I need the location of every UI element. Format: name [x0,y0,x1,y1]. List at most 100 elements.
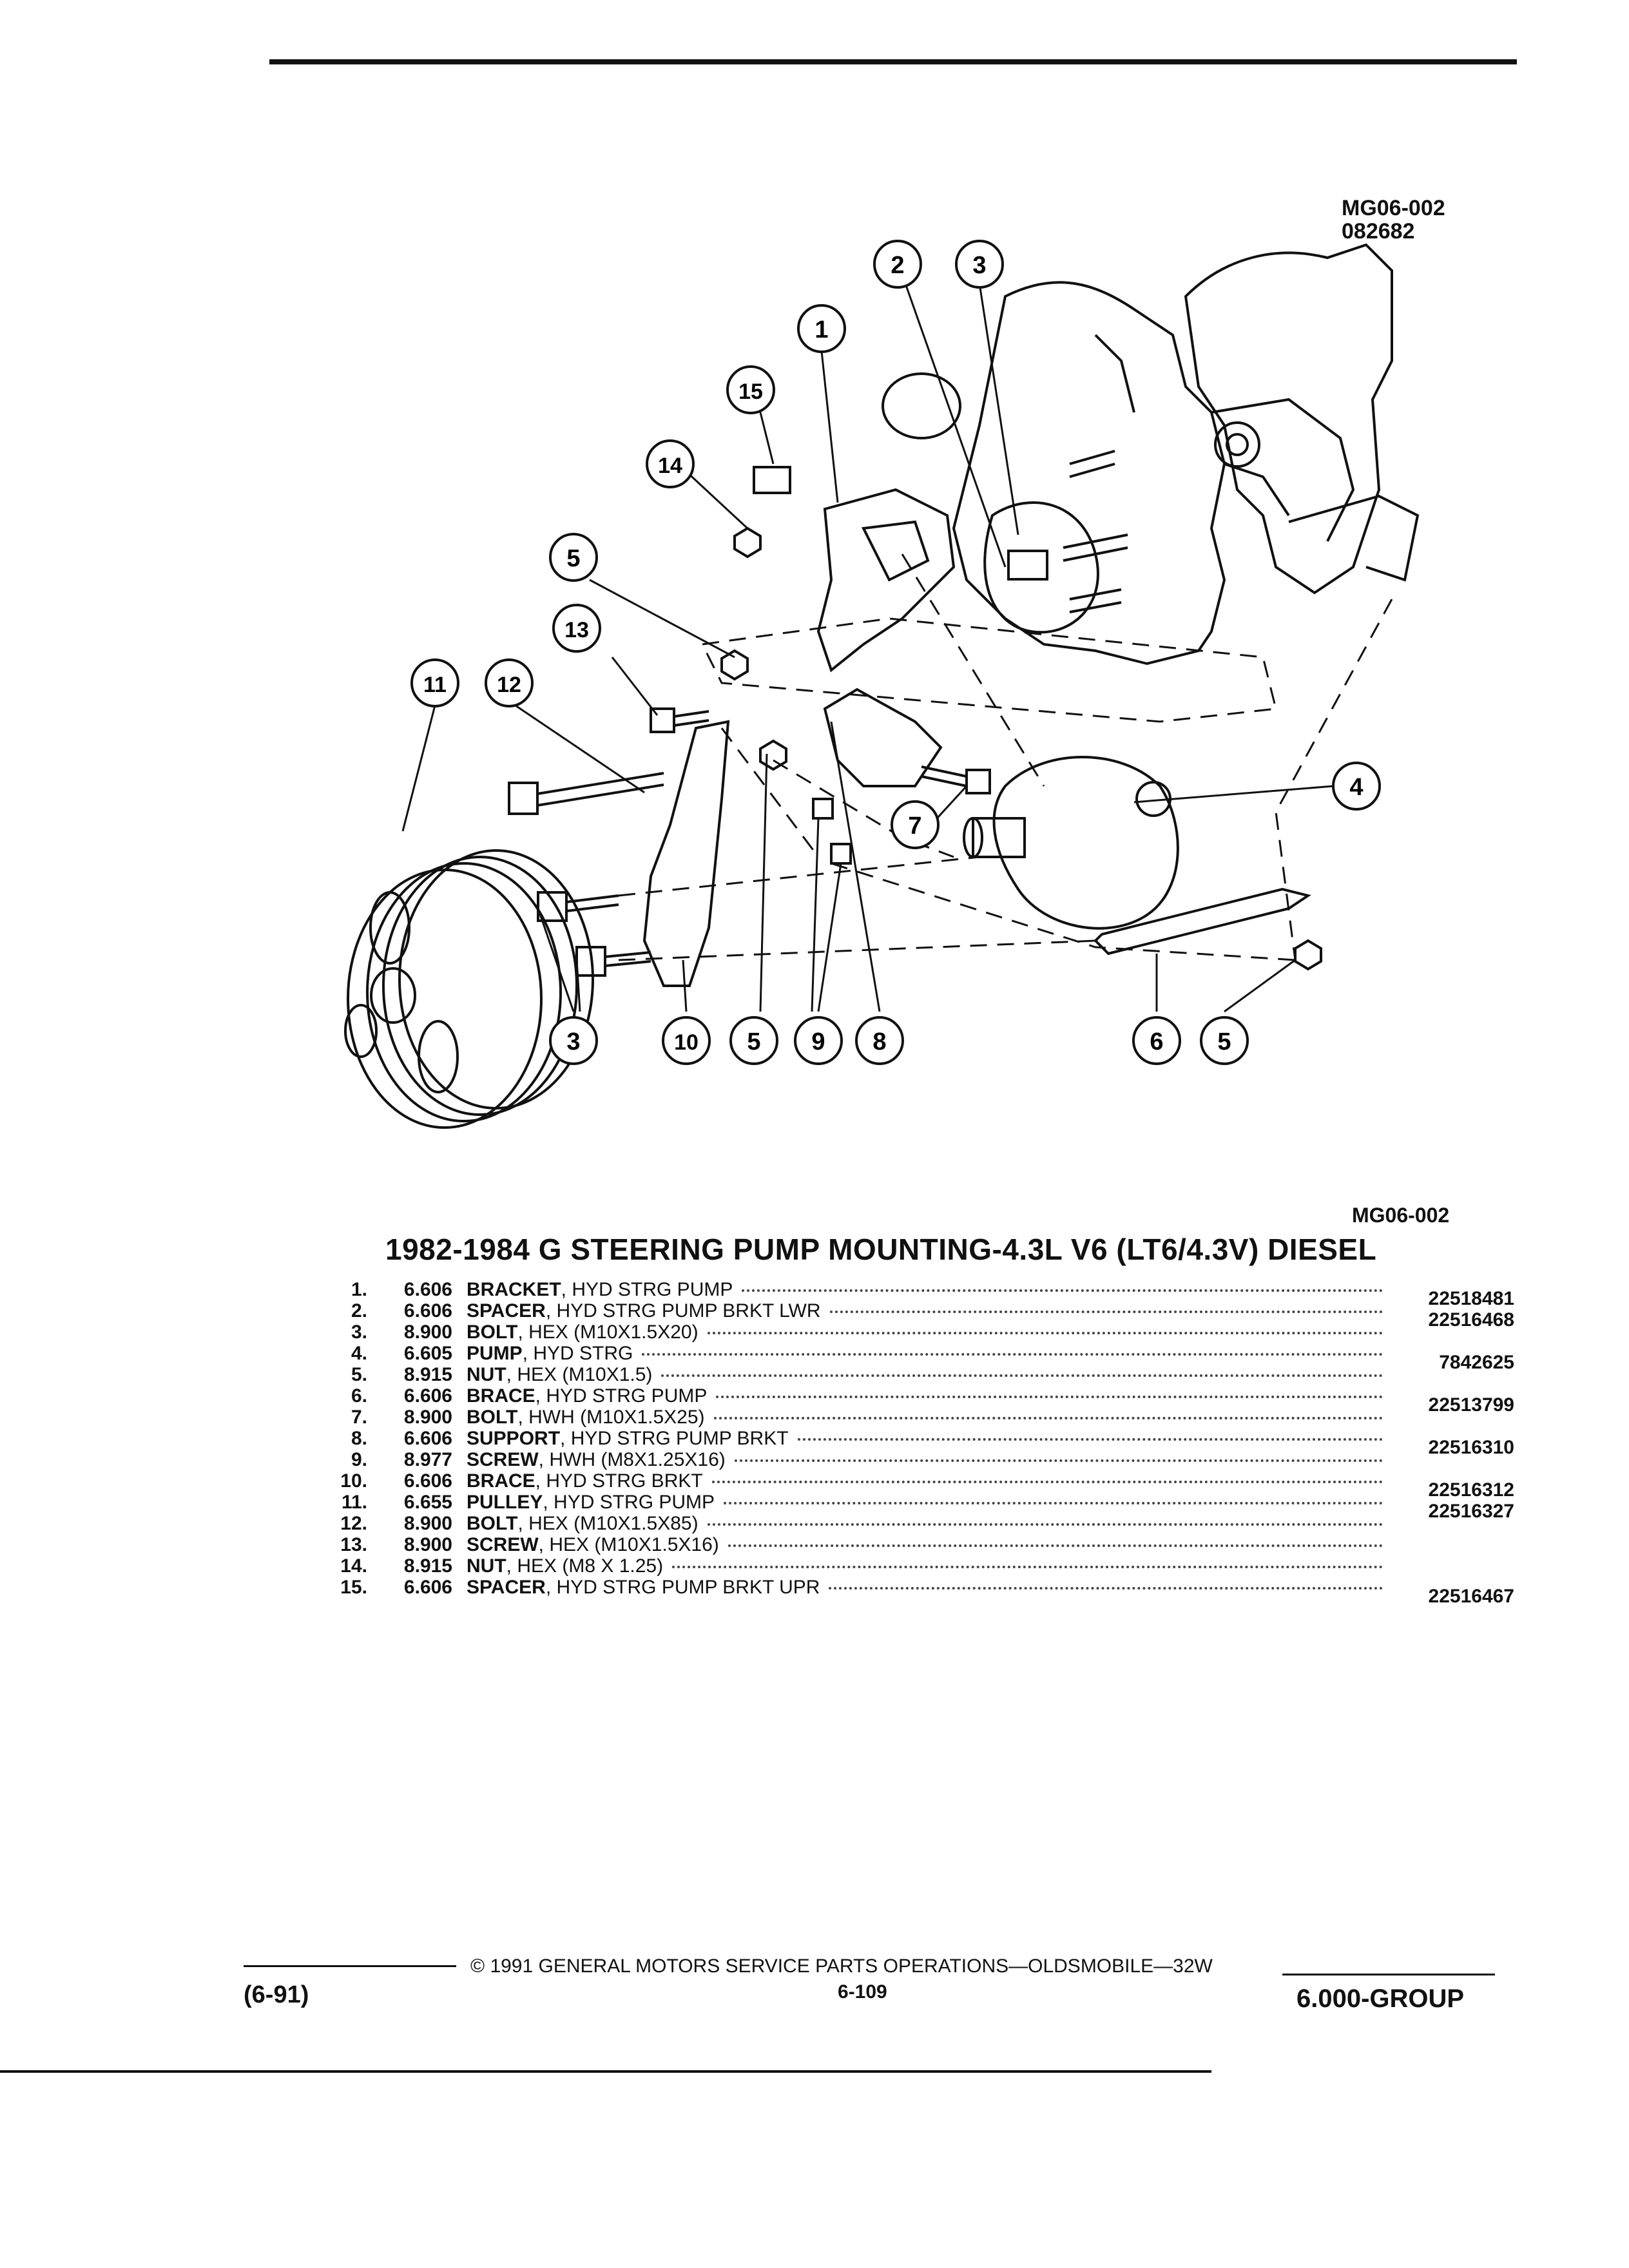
pulley-rim-3 [398,849,594,1110]
bolt-lower-a [537,891,568,922]
pump-brace [1094,887,1311,956]
part-spec: , HYD STRG [522,1343,633,1364]
part-description: SCREW, HWH (M8X1.25X16) [467,1449,726,1470]
leader-dots [724,1502,1383,1504]
part-name: BRACE [467,1385,535,1407]
group-number: 6.606 [403,1279,452,1300]
group-number: 6.606 [403,1300,452,1321]
item-number: 10. [340,1470,367,1492]
part-description: SCREW, HEX (M10X1.5X16) [467,1534,719,1555]
figure-code: MG06-002 082682 [1342,197,1445,243]
oil-filler-cap [882,372,961,439]
callout-3: 3 [955,240,1004,289]
part-description: NUT, HEX (M10X1.5) [467,1364,652,1385]
callout-2: 2 [873,240,922,289]
pump-body [992,756,1179,930]
part-description: BOLT, HWH (M10X1.5X25) [467,1407,705,1428]
part-spec: , HYD STRG PUMP BRKT [560,1428,789,1449]
screw-b [830,843,852,865]
callout-1: 1 [797,304,846,353]
part-name: BRACE [467,1470,535,1492]
mount-plate [700,617,1277,723]
footer-rule-left [244,1965,456,1967]
item-number: 11. [341,1492,367,1513]
callout-6-label: 6 [1150,1028,1163,1055]
part-name: SPACER [467,1577,546,1598]
leader-dots [716,1396,1383,1398]
part-name: SPACER [467,1300,546,1321]
item-number: 6. [351,1385,367,1407]
callout-11: 11 [410,658,459,707]
part-description: PUMP, HYD STRG [467,1343,633,1364]
item-number: 8. [351,1428,367,1449]
group-number: 8.915 [403,1555,452,1577]
callout-9: 9 [794,1016,843,1065]
callout-12: 12 [485,658,534,707]
engine-bolts [1063,450,1128,613]
exhaust-manifold [1288,494,1420,582]
leader-dots [707,1523,1383,1526]
part-name: BRACKET [467,1279,561,1300]
pulley-hole-2 [418,1020,459,1093]
callout-3-lower: 3 [549,1016,598,1065]
pump-support [823,687,943,787]
part-spec: , HYD STRG PUMP BRKT LWR [545,1300,821,1321]
leader-dots [661,1374,1383,1377]
bolt-lower-b-shank [604,951,651,967]
bottom-rule [0,2070,1211,2073]
item-number: 14. [340,1555,367,1577]
part-spec: , HEX (M10X1.5X16) [538,1534,719,1555]
item-number: 12. [340,1513,367,1534]
part-spec: , HYD STRG BRKT [535,1470,703,1492]
group-number: 6.606 [403,1428,452,1449]
callout-5-lower-label: 5 [747,1028,760,1055]
callout-4-label: 4 [1349,774,1363,801]
part-description: SPACER, HYD STRG PUMP BRKT LWR [467,1300,821,1321]
leader-dots [797,1438,1383,1441]
group-number: 6.655 [403,1492,452,1513]
part-description: SUPPORT, HYD STRG PUMP BRKT [467,1428,789,1449]
callout-7-label: 7 [908,812,921,840]
callout-6: 6 [1132,1016,1181,1065]
leader-dots [734,1459,1383,1462]
part-description: BOLT, HEX (M10X1.5X85) [467,1513,699,1534]
part-number: 22516312 [1428,1479,1514,1501]
item-number: 4. [351,1343,367,1364]
part-spec: , HYD STRG PUMP [535,1385,708,1407]
leader-dots [829,1311,1383,1313]
group-number: 6.606 [403,1385,452,1407]
part-description: NUT, HEX (M8 X 1.25) [467,1555,663,1577]
item-number: 5. [351,1364,367,1385]
item-number: 1. [351,1279,367,1300]
leader-dots [672,1566,1383,1568]
timing-cover [983,501,1099,634]
part-description: PULLEY, HYD STRG PUMP [467,1492,715,1513]
part-description: BRACKET, HYD STRG PUMP [467,1279,733,1300]
engine-port-inner [1226,433,1249,456]
part-number: 22516327 [1428,1501,1514,1522]
item-number: 3. [351,1321,367,1343]
phantom-lines [618,553,1393,961]
callout-5-right-label: 5 [1217,1028,1231,1055]
part-number: 7842625 [1439,1352,1514,1373]
part-name: PUMP [467,1343,523,1364]
long-bolt-head [508,782,539,815]
callout-5-right: 5 [1200,1016,1249,1065]
callouts: 1 2 3 4 5 6 7 8 9 10 11 12 13 14 15 3 5 … [410,240,1381,1065]
diagram-artwork [344,243,1420,1129]
callout-5: 5 [549,533,598,582]
page-title: 1982-1984 G STEERING PUMP MOUNTING-4.3L … [385,1233,1377,1266]
callout-8-label: 8 [872,1028,886,1055]
part-description: BRACE, HYD STRG BRKT [467,1470,703,1492]
group-number: 8.900 [403,1407,452,1428]
leader-dots [711,1481,1383,1483]
callout-15: 15 [726,365,775,414]
part-spec: , HYD STRG PUMP [561,1279,733,1300]
